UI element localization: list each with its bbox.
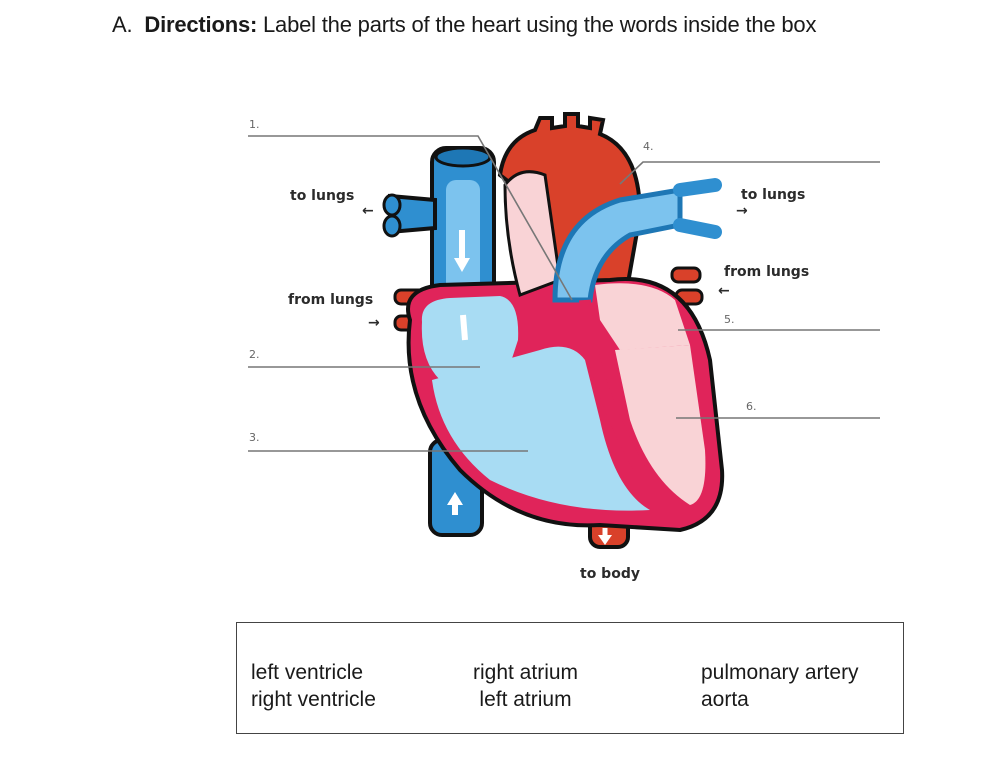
word-aorta: aorta xyxy=(701,688,749,711)
right-atrium-shape xyxy=(421,296,519,380)
arrow-right-icon: → xyxy=(368,315,380,331)
word-right-ventricle: right ventricle xyxy=(251,688,376,711)
word-bank-column-2: right atrium left atrium xyxy=(473,659,578,713)
word-bank-column-1: left ventricle right ventricle xyxy=(251,659,376,713)
to-body-label: to body xyxy=(580,566,640,582)
section-letter: A. xyxy=(112,12,133,37)
left-to-lungs-label: to lungs xyxy=(290,188,355,204)
arrow-left-icon: ← xyxy=(718,283,730,299)
word-left-atrium: left atrium xyxy=(479,688,572,711)
right-to-lungs-label: to lungs xyxy=(741,187,806,203)
word-left-ventricle: left ventricle xyxy=(251,661,364,684)
blank-number-1: 1. xyxy=(249,118,260,131)
directions-heading: A. Directions: Label the parts of the hea… xyxy=(112,12,816,38)
left-from-lungs-label: from lungs xyxy=(288,292,374,308)
word-pulmonary-artery: pulmonary artery xyxy=(701,661,859,684)
arrow-right-icon: → xyxy=(736,203,748,219)
blank-number-4: 4. xyxy=(643,140,654,153)
left-ventricle-shape xyxy=(615,345,706,505)
heart-diagram: to lungs ← from lungs → to lungs → from … xyxy=(248,112,880,582)
directions-label: Directions: xyxy=(144,12,258,37)
word-bank-column-3: pulmonary artery aorta xyxy=(701,659,859,713)
heart-illustration xyxy=(382,112,725,549)
word-bank-box: left ventricle right ventricle right atr… xyxy=(236,622,904,734)
blank-number-6: 6. xyxy=(746,400,757,413)
left-atrium-shape xyxy=(595,283,690,350)
blank-number-2: 2. xyxy=(249,348,260,361)
directions-text: Label the parts of the heart using the w… xyxy=(257,12,817,37)
blank-number-5: 5. xyxy=(724,313,735,326)
arrow-left-icon: ← xyxy=(362,203,374,219)
right-from-lungs-label: from lungs xyxy=(724,264,810,280)
right-ventricle-shape xyxy=(432,346,650,511)
blank-number-3: 3. xyxy=(249,431,260,444)
word-right-atrium: right atrium xyxy=(473,661,579,684)
leader-lines xyxy=(248,135,880,452)
